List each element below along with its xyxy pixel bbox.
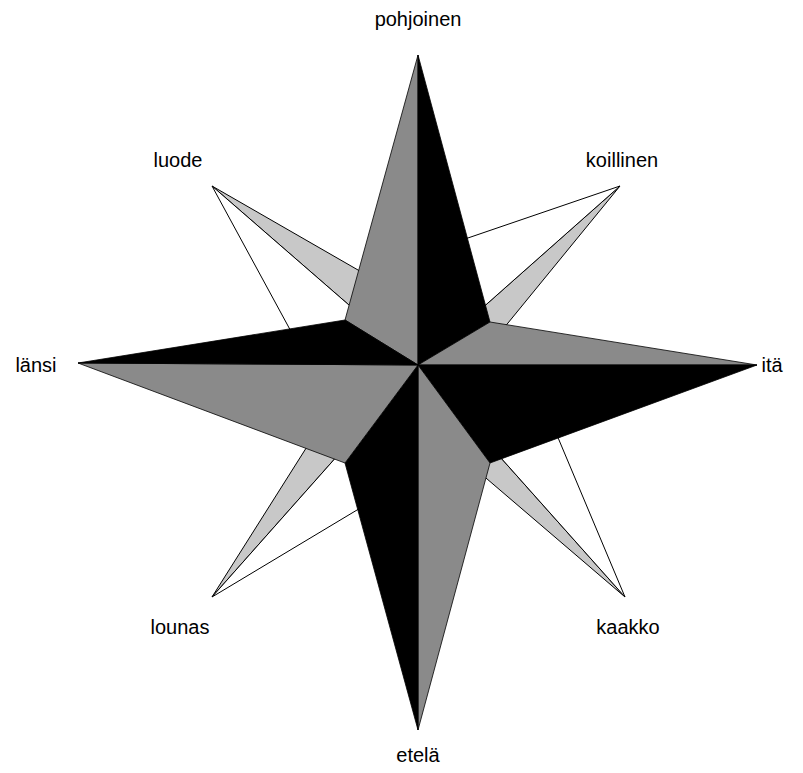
direction-label: luode bbox=[154, 150, 203, 170]
arm-s-grey bbox=[418, 365, 490, 730]
direction-label: lounas bbox=[151, 617, 210, 637]
arm-w-grey bbox=[78, 363, 418, 463]
direction-label: pohjoinen bbox=[375, 9, 462, 29]
direction-label: itä bbox=[761, 355, 782, 375]
direction-label: etelä bbox=[396, 745, 439, 765]
direction-label: koillinen bbox=[586, 150, 658, 170]
arm-w-black bbox=[78, 320, 418, 365]
arm-e-grey bbox=[418, 322, 757, 365]
arm-n-black bbox=[418, 55, 490, 365]
direction-label: länsi bbox=[15, 355, 56, 375]
arm-n-grey bbox=[345, 55, 418, 365]
direction-label: kaakko bbox=[596, 617, 659, 637]
